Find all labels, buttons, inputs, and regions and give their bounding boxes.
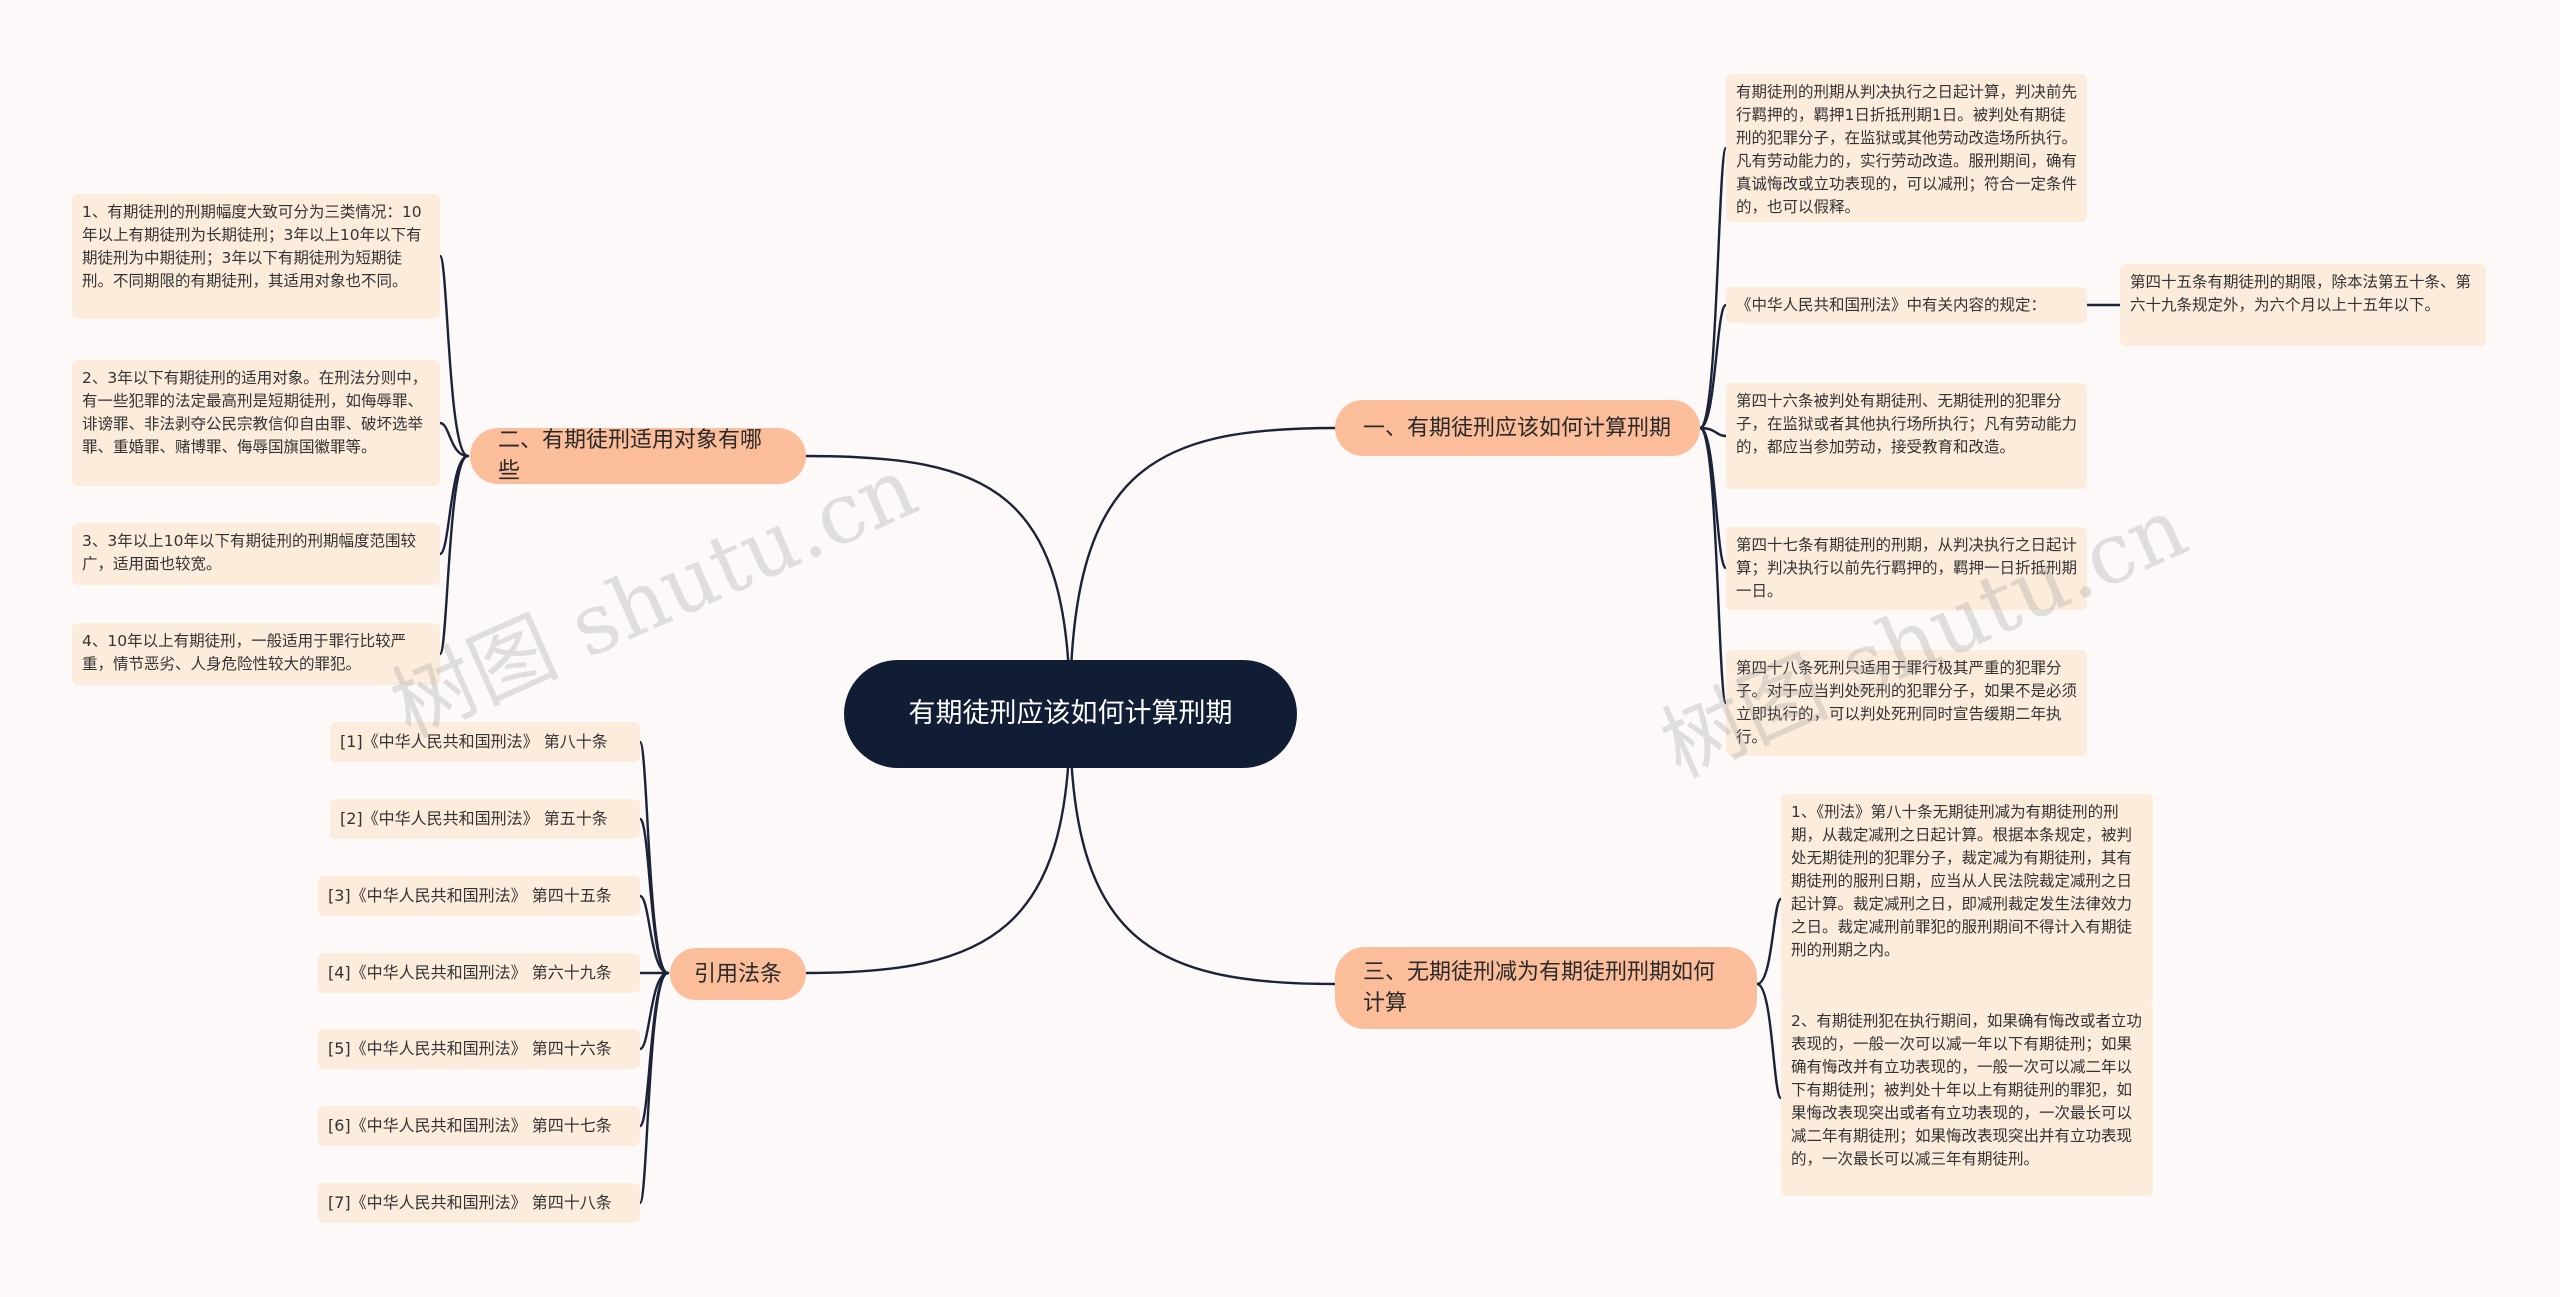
ref-item-7[interactable]: [7]《中华人民共和国刑法》 第四十八条	[318, 1183, 640, 1223]
connector-root-b1	[1068, 426, 1337, 716]
leaf-b1-item-2[interactable]: 第四十六条被判处有期徒刑、无期徒刑的犯罪分子，在监狱或者其他执行场所执行；凡有劳…	[1726, 383, 2087, 489]
leaf-b1-item-3[interactable]: 第四十七条有期徒刑的刑期，从判决执行之日起计算；判决执行以前先行羁押的，羁押一日…	[1726, 527, 2087, 610]
leaf-b1-item-4[interactable]: 第四十八条死刑只适用于罪行极其严重的犯罪分子。对于应当判处死刑的犯罪分子，如果不…	[1726, 650, 2087, 756]
connector-b4-item6	[638, 971, 670, 1205]
connector-b3-item1	[1755, 982, 1783, 1100]
connector-b2-item1	[438, 421, 470, 458]
connector-b3-item0	[1755, 897, 1783, 986]
connector-b1-item1	[1698, 303, 1728, 430]
connector-b4-item2	[638, 894, 670, 975]
ref-item-2[interactable]: [2]《中华人民共和国刑法》 第五十条	[330, 799, 640, 839]
connector-b1-item2	[1698, 426, 1728, 438]
leaf-b3-item-1[interactable]: 2、有期徒刑犯在执行期间，如果确有悔改或者立功表现的，一般一次可以减一年以下有期…	[1781, 1003, 2153, 1196]
branch-commutation[interactable]: 三、无期徒刑减为有期徒刑刑期如何计算	[1335, 947, 1757, 1029]
connector-b4-item0	[638, 740, 670, 975]
branch-cited-articles[interactable]: 引用法条	[670, 948, 806, 1000]
leaf-b1-sub-item[interactable]: 第四十五条有期徒刑的期限，除本法第五十条、第六十九条规定外，为六个月以上十五年以…	[2120, 264, 2486, 346]
leaf-b2-item-0[interactable]: 1、有期徒刑的刑期幅度大致可分为三类情况：10年以上有期徒刑为长期徒刑；3年以上…	[72, 194, 440, 319]
ref-item-5[interactable]: [5]《中华人民共和国刑法》 第四十六条	[318, 1029, 640, 1069]
connector-b4-item4	[638, 971, 670, 1051]
connector-root-b3	[1068, 712, 1337, 986]
leaf-b1-item-0[interactable]: 有期徒刑的刑期从判决执行之日起计算，判决前先行羁押的，羁押1日折抵刑期1日。被判…	[1726, 74, 2087, 222]
connector-b1-item4	[1698, 426, 1728, 705]
leaf-b2-item-2[interactable]: 3、3年以上10年以下有期徒刑的刑期幅度范围较广，适用面也较宽。	[72, 523, 440, 585]
ref-item-3[interactable]: [3]《中华人民共和国刑法》 第四十五条	[318, 876, 640, 916]
leaf-b2-item-3[interactable]: 4、10年以上有期徒刑，一般适用于罪行比较严重，情节恶劣、人身危险性较大的罪犯。	[72, 623, 440, 685]
leaf-b2-item-1[interactable]: 2、3年以下有期徒刑的适用对象。在刑法分则中，有一些犯罪的法定最高刑是短期徒刑，…	[72, 360, 440, 486]
root-topic[interactable]: 有期徒刑应该如何计算刑期	[844, 660, 1297, 768]
connector-root-b4	[804, 712, 1072, 975]
branch-how-to-calculate[interactable]: 一、有期徒刑应该如何计算刑期	[1335, 400, 1700, 456]
connector-b2-item3	[438, 454, 470, 656]
connector-root-b2	[804, 454, 1072, 716]
leaf-b1-item-1[interactable]: 《中华人民共和国刑法》中有关内容的规定：	[1726, 287, 2087, 323]
connector-b1-item0	[1698, 146, 1728, 430]
ref-item-4[interactable]: [4]《中华人民共和国刑法》 第六十九条	[318, 953, 640, 993]
connector-b4-item1	[638, 817, 670, 975]
ref-item-1[interactable]: [1]《中华人民共和国刑法》 第八十条	[330, 722, 640, 762]
branch-applicable-subjects[interactable]: 二、有期徒刑适用对象有哪些	[470, 428, 806, 484]
leaf-b3-item-0[interactable]: 1、《刑法》第八十条无期徒刑减为有期徒刑的刑期，从裁定减刑之日起计算。根据本条规…	[1781, 794, 2153, 1004]
ref-item-6[interactable]: [6]《中华人民共和国刑法》 第四十七条	[318, 1106, 640, 1146]
connector-b2-item0	[438, 254, 470, 458]
